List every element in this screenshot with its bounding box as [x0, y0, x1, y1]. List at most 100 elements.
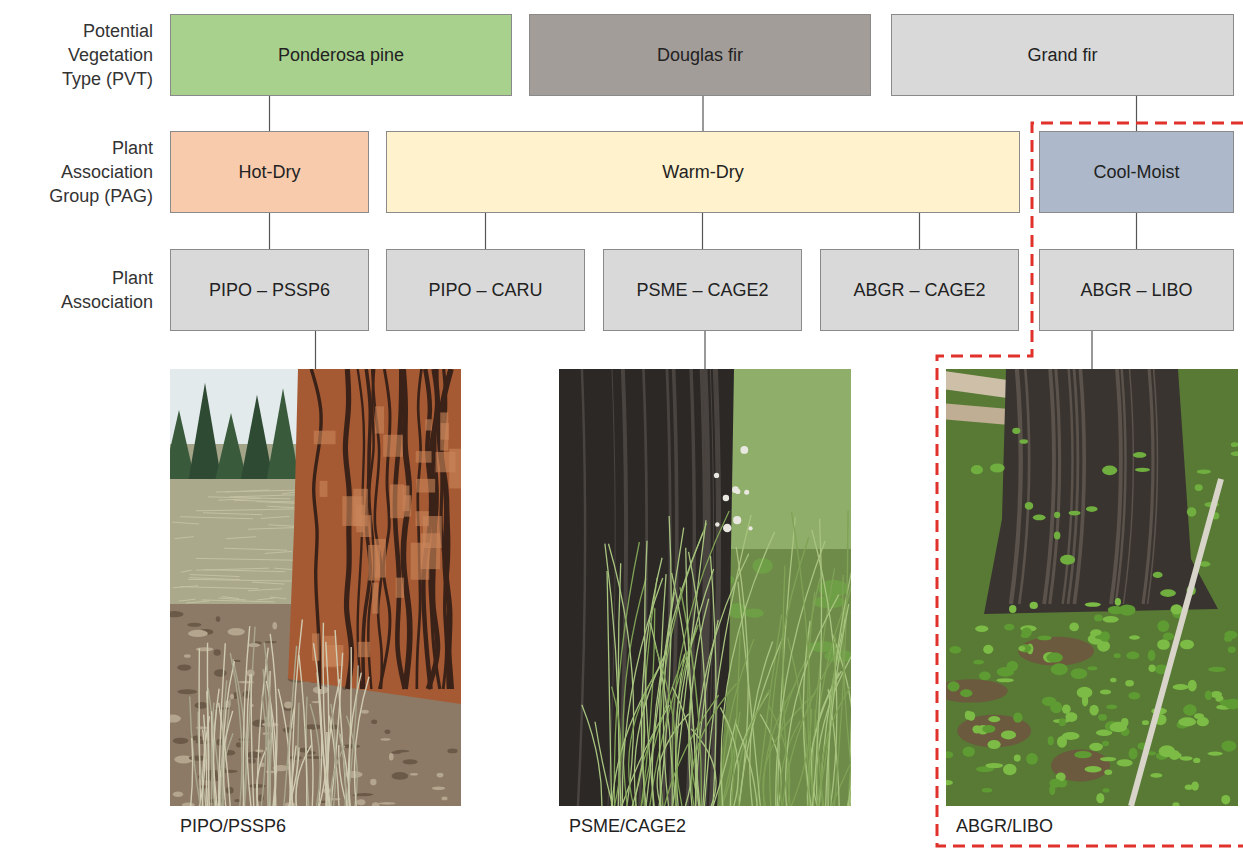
meadow-grass: [172, 522, 199, 524]
leaf: [1172, 802, 1179, 806]
flower: [723, 524, 732, 533]
leaf: [1051, 663, 1068, 675]
grass-blade: [204, 715, 207, 806]
grass-blade: [710, 556, 716, 806]
leaf: [1149, 665, 1156, 672]
box-label: Douglas fir: [657, 45, 743, 66]
bark-plate: [404, 495, 411, 516]
litter: [389, 753, 394, 761]
meadow-grass: [188, 579, 306, 581]
litter: [283, 727, 294, 732]
grass-blade: [191, 738, 193, 806]
photo-panel: ABGR/LIBO: [946, 369, 1238, 806]
row-label: Plant Association Group (PAG): [28, 136, 153, 208]
leaf: [1103, 616, 1119, 623]
grass-blade: [230, 653, 242, 806]
meadow-grass: [180, 587, 259, 589]
leaf: [1074, 751, 1091, 758]
grass-blade: [284, 646, 297, 806]
meadow-grass: [252, 582, 285, 584]
bark-fissure: [417, 369, 422, 689]
meadow-grass: [219, 598, 246, 600]
bark-texture: [1123, 369, 1133, 604]
leaf: [1231, 442, 1238, 447]
leaf: [1110, 722, 1127, 732]
litter-patch: [1051, 750, 1110, 782]
litter: [410, 773, 418, 775]
bark-plate: [425, 419, 431, 430]
litter: [432, 786, 445, 790]
bark-plate: [383, 435, 403, 457]
litter: [372, 802, 380, 806]
leaf: [1094, 615, 1103, 622]
meadow-grass: [248, 589, 283, 591]
litter: [370, 779, 376, 786]
box-label: Ponderosa pine: [278, 45, 404, 66]
grass-blade: [605, 544, 619, 806]
leaf: [1069, 511, 1081, 516]
meadow-grass: [196, 558, 303, 560]
bark-texture: [1044, 369, 1054, 604]
litter: [182, 803, 195, 806]
leaf: [983, 645, 993, 654]
leaf: [1013, 712, 1022, 722]
stick: [1131, 479, 1221, 806]
leaf: [1126, 652, 1139, 660]
bark-plate: [358, 642, 370, 657]
grass-blade: [832, 714, 851, 806]
meadow-grass: [226, 537, 256, 539]
leaf: [997, 667, 1014, 677]
grass-blade: [331, 704, 336, 806]
plant-association-box: ABGR – CAGE2: [820, 249, 1019, 331]
grass-blade: [261, 717, 266, 806]
flower: [733, 516, 741, 524]
leaf: [1071, 668, 1088, 679]
leaf: [949, 646, 961, 654]
leaf: [1195, 484, 1203, 491]
grass-blade: [247, 674, 251, 806]
meadow-grass: [265, 551, 292, 553]
leaf: [1160, 589, 1176, 597]
meadow-grass: [216, 490, 303, 492]
meadow-grass: [202, 600, 275, 602]
leaf: [1009, 605, 1016, 613]
leaf: [1012, 428, 1020, 434]
association-group-box: Cool-Moist: [1039, 131, 1234, 213]
meadow-grass: [186, 601, 209, 603]
litter: [391, 751, 401, 753]
litter: [170, 715, 181, 723]
leaf: [979, 671, 991, 680]
grass-blade: [632, 702, 644, 806]
leaf: [1042, 697, 1056, 706]
leaf: [1205, 691, 1212, 701]
meadow-grass: [175, 537, 194, 539]
grass-blade: [828, 569, 851, 806]
litter: [216, 616, 221, 622]
meadow-grass: [173, 586, 198, 588]
flower: [744, 490, 749, 495]
bark-texture: [1063, 369, 1073, 604]
grass-blade: [738, 582, 760, 806]
leaf: [1180, 756, 1193, 761]
leaf: [1197, 717, 1209, 726]
leaf: [1049, 779, 1061, 788]
grass-blade: [641, 558, 662, 806]
plant-association-box: PSME – CAGE2: [603, 249, 802, 331]
leaf: [1003, 764, 1017, 775]
photo-caption: PSME/CAGE2: [569, 816, 686, 837]
plant-association-box: PIPO – CARU: [386, 249, 585, 331]
bark-fissure: [441, 369, 452, 689]
connector-line: [1136, 96, 1137, 131]
leaf: [1033, 515, 1046, 521]
photo-illustration: [559, 369, 851, 806]
leaf: [1207, 752, 1223, 756]
grass-blade: [311, 729, 313, 806]
leaf: [1129, 635, 1140, 639]
bark-plate: [416, 451, 432, 463]
bark-plate: [440, 412, 448, 450]
leaf: [987, 740, 1000, 749]
bark-plate: [375, 406, 384, 433]
leaf: [1102, 465, 1117, 475]
leaf: [1096, 793, 1104, 803]
flower: [715, 522, 719, 526]
